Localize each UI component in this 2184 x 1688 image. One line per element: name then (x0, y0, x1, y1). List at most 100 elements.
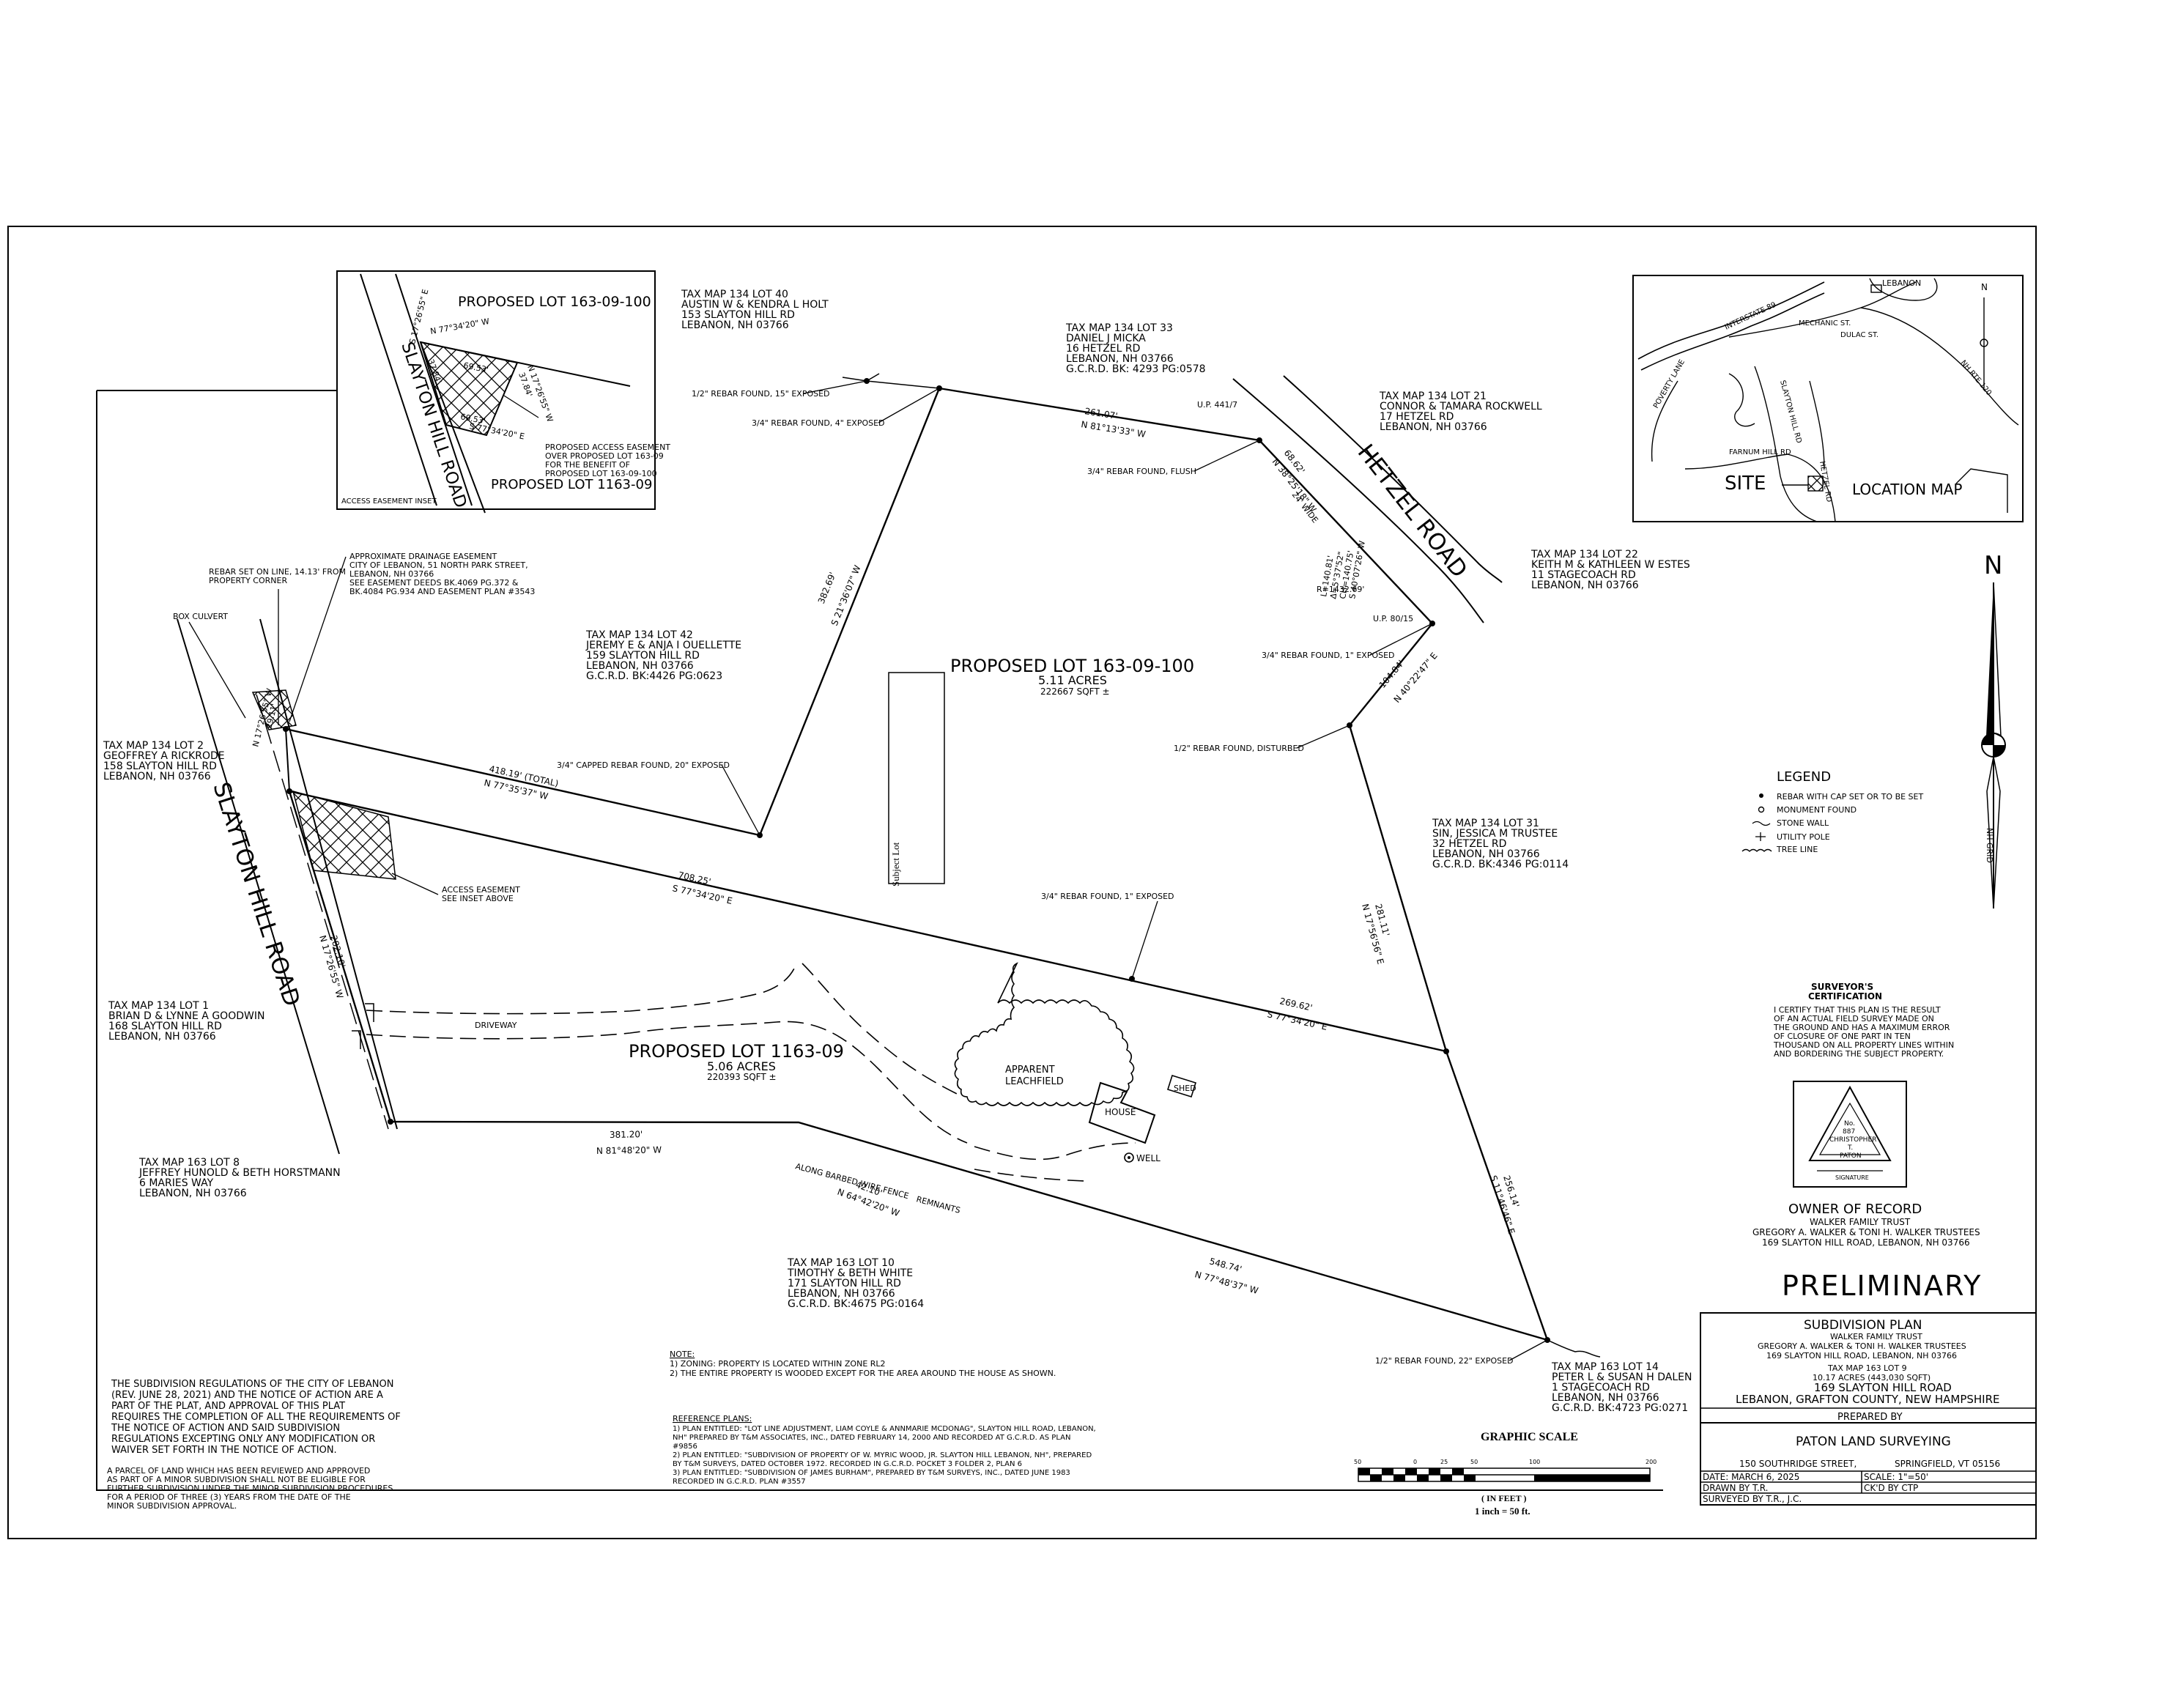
abutter-rickrode: TAX MAP 134 LOT 2 GEOFFREY A RICKRODE 15… (103, 740, 228, 782)
scale-check (1405, 1468, 1417, 1475)
seal-number: 887 (1843, 1128, 1855, 1136)
abutter-white: TAX MAP 163 LOT 10 TIMOTHY & BETH WHITE … (787, 1257, 924, 1310)
seal-name-2: T. (1847, 1144, 1853, 1152)
graphic-scale: GRAPHIC SCALE 50 0 25 50 100 200 ( IN FE… (1354, 1431, 1656, 1517)
inset-dist-2: 69.53' (459, 412, 486, 426)
legend: LEGEND REBAR WITH CAP SET OR TO BE SET M… (1741, 769, 1923, 854)
scale-ratio: 1 inch = 50 ft. (1475, 1506, 1530, 1517)
north-lot-acres: 5.11 ACRES (1038, 673, 1107, 687)
location-map: LEBANON INTERSTATE 89 MECHANIC ST. DULAC… (1632, 275, 2024, 522)
firm-street: 150 SOUTHRIDGE STREET, (1739, 1459, 1857, 1469)
surveyor-seal: No. 887 CHRISTOPHER T. PATON SIGNATURE (1793, 1081, 1907, 1188)
surveyor-certification: SURVEYOR'S CERTIFICATION I CERTIFY THAT … (1773, 982, 1957, 1059)
refplans-title: REFERENCE PLANS: (673, 1414, 752, 1424)
property-boundary (285, 373, 1549, 1341)
abutter-micka: TAX MAP 134 LOT 33 DANIEL J MICKA 16 HET… (1065, 322, 1206, 375)
stone-wall (1547, 1339, 1601, 1358)
callout-up-80: U.P. 80/15 (1373, 614, 1413, 623)
plan-scale: SCALE: 1"=50' (1864, 1472, 1928, 1482)
house-area: HOUSE SHED WELL APPARENT LEACHFIELD DRIV… (352, 962, 1197, 1182)
locmap-rte120: NH RTE 120 (1959, 359, 1993, 397)
sheet-border (7, 226, 2037, 1539)
note-2: 2) THE ENTIRE PROPERTY IS WOODED EXCEPT … (670, 1369, 1056, 1378)
driveway-label: DRIVEWAY (475, 1021, 517, 1030)
legend-item-utility-pole: UTILITY POLE (1777, 832, 1830, 842)
inset-bearing-left: S 17°26'55" E (407, 288, 430, 344)
scale-check (1393, 1475, 1405, 1481)
callout-drainage: APPROXIMATE DRAINAGE EASEMENT CITY OF LE… (349, 552, 535, 596)
title-block-line-2: GREGORY A. WALKER & TONI H. WALKER TRUST… (1758, 1341, 1966, 1351)
abutter-dalen: TAX MAP 163 LOT 14 PETER L & SUSAN H DAL… (1551, 1361, 1695, 1414)
graphic-scale-title: GRAPHIC SCALE (1481, 1431, 1578, 1443)
course-c6: 381.20' (610, 1129, 643, 1140)
north-letter: N (1984, 551, 2002, 580)
locmap-farnum: FARNUM HILL RD (1729, 448, 1791, 456)
scale-tick-50a: 50 (1354, 1459, 1361, 1465)
refplan-line-3: #9856 (673, 1443, 697, 1451)
abutter-rockwell: TAX MAP 134 LOT 21 CONNOR & TAMARA ROCKW… (1379, 390, 1545, 433)
drawn-by: DRAWN BY T.R. (1703, 1483, 1768, 1493)
regulation-main: THE SUBDIVISION REGULATIONS OF THE CITY … (111, 1379, 404, 1456)
scale-check (1358, 1468, 1370, 1475)
seal-no: No. (1844, 1120, 1855, 1128)
nh-grid-label: NH GRID (1985, 828, 1994, 863)
owner-of-record: OWNER OF RECORD WALKER FAMILY TRUST GREG… (1752, 1202, 1980, 1248)
house-outline (1088, 1081, 1156, 1144)
callout-rebar-22: 1/2" REBAR FOUND, 22" EXPOSED (1375, 1356, 1514, 1366)
shed-outline (1166, 1074, 1197, 1098)
inset-caption: ACCESS EASEMENT INSET (341, 497, 437, 506)
drainage-easement-hatch (251, 689, 297, 730)
seal-name-1: CHRISTOPHER (1829, 1136, 1876, 1144)
scale-segment (1534, 1475, 1650, 1481)
subject-lot-box (888, 672, 945, 884)
slayton-road-label: SLAYTON HILL ROAD (207, 779, 305, 1010)
abutter-horstmann: TAX MAP 163 LOT 8 JEFFREY HUNOLD & BETH … (138, 1157, 344, 1199)
driveway (366, 966, 796, 1015)
house-label: HOUSE (1105, 1107, 1136, 1117)
locmap-mechanic: MECHANIC ST. (1799, 319, 1851, 327)
well-label: WELL (1136, 1153, 1161, 1163)
title-block: SUBDIVISION PLAN WALKER FAMILY TRUST GRE… (1700, 1312, 2037, 1506)
callout-rebar-set: REBAR SET ON LINE, 14.13' FROM PROPERTY … (209, 567, 349, 585)
locmap-poverty: POVERTY LANE (1652, 358, 1687, 410)
scale-tick-100: 100 (1529, 1459, 1540, 1465)
legend-title: LEGEND (1777, 769, 1831, 785)
surveyed-by: SURVEYED BY T.R., J.C. (1703, 1494, 1802, 1504)
hetzel-road: HETZEL ROAD (1232, 375, 1503, 623)
callout-rebar-flush: 3/4" REBAR FOUND, FLUSH (1087, 467, 1196, 476)
scale-check (1464, 1475, 1476, 1481)
abutter-estes: TAX MAP 134 LOT 22 KEITH M & KATHLEEN W … (1530, 549, 1693, 591)
firm-name: PATON LAND SURVEYING (1796, 1435, 1951, 1449)
remnants-label: REMNANTS (915, 1194, 961, 1215)
abutter-ouellette: TAX MAP 134 LOT 42 JEREMY E & ANJA I OUE… (585, 629, 745, 682)
course-c7b: N 77°48'37" W (1193, 1269, 1259, 1296)
callout-rebar-disturbed: 1/2" REBAR FOUND, DISTURBED (1174, 744, 1304, 753)
regulation-minor: A PARCEL OF LAND WHICH HAS BEEN REVIEWED… (107, 1466, 396, 1511)
scale-tick-50b: 50 (1470, 1459, 1478, 1465)
locmap-site: SITE (1725, 473, 1766, 495)
south-lot-sqft: 220393 SQFT ± (707, 1072, 777, 1082)
notes-title: NOTE: (670, 1350, 695, 1359)
seal-signature-label: SIGNATURE (1835, 1174, 1869, 1181)
north-lot-sqft: 222667 SQFT ± (1040, 686, 1110, 697)
refplan-line-1: 1) PLAN ENTITLED: "LOT LINE ADJUSTMENT, … (673, 1425, 1096, 1433)
course-c1b: N 81°13'33" W (1081, 419, 1147, 440)
north-arrow: N NH GRID (1981, 551, 2006, 909)
south-lot-title: PROPOSED LOT 1163-09 (629, 1041, 844, 1062)
title-block-line-6: 169 SLAYTON HILL ROAD (1814, 1381, 1952, 1394)
cert-body: I CERTIFY THAT THIS PLAN IS THE RESULT O… (1773, 1005, 1957, 1059)
title-block-line-5: 10.17 ACRES (443,030 SQFT) (1813, 1373, 1931, 1382)
access-easement-inset: PROPOSED LOT 163-09-100 SLAYTON HILL ROA… (336, 270, 673, 514)
cert-title-2: CERTIFICATION (1808, 991, 1882, 1002)
scale-check (1429, 1468, 1440, 1475)
regulations: THE SUBDIVISION REGULATIONS OF THE CITY … (107, 1379, 404, 1511)
title-block-line-1: WALKER FAMILY TRUST (1830, 1332, 1922, 1341)
course-labels: 261.07' N 81°13'33" W 382.69' S 21°36'07… (251, 406, 1521, 1296)
scale-check (1452, 1468, 1464, 1475)
owner-line-2: GREGORY A. WALKER & TONI H. WALKER TRUST… (1752, 1227, 1980, 1237)
course-c7: 548.74' (1208, 1256, 1243, 1274)
inset-easement-note: PROPOSED ACCESS EASEMENT OVER PROPOSED L… (545, 443, 673, 478)
locmap-north: N (1981, 282, 1988, 292)
owner-line-1: WALKER FAMILY TRUST (1810, 1217, 1911, 1227)
plan-date: DATE: MARCH 6, 2025 (1703, 1472, 1799, 1482)
